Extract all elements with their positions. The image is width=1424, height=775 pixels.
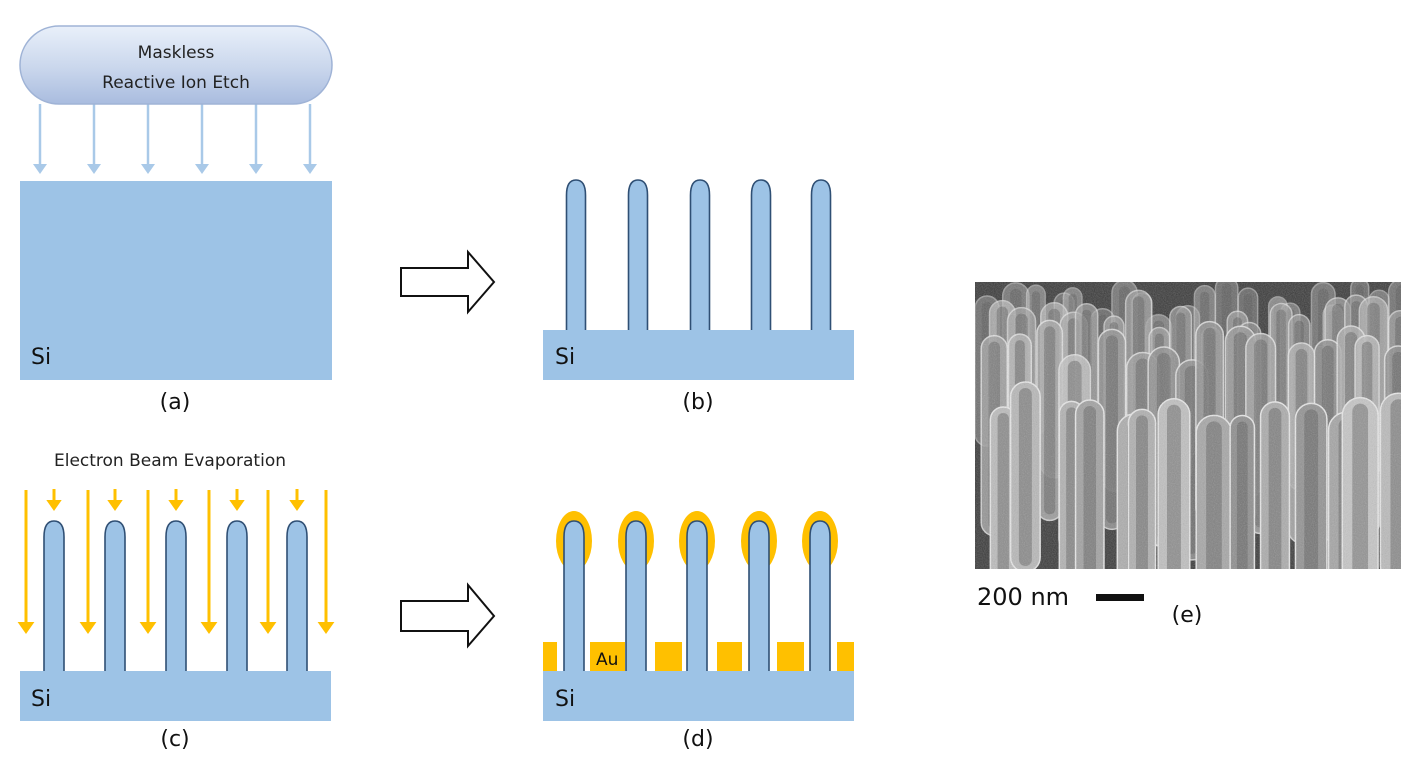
gold-film-segment [590,642,625,672]
gold-deposition-arrow [200,490,218,634]
panel-d: Au Si (d) [543,511,854,752]
substrate-label: Si [555,345,575,370]
caption-c: (c) [160,727,189,752]
panel-b: Si (b) [543,179,854,415]
panel-a: Maskless Reactive Ion Etch Si (a) [19,25,333,415]
gold-film-segment [655,642,682,672]
nanowire [689,179,711,332]
gold-deposition-arrow [139,490,157,634]
caption-a: (a) [160,390,191,415]
etch-label-line2: Reactive Ion Etch [102,73,250,93]
nanowire [104,520,126,673]
nanowire-array [565,179,832,332]
nanowire [627,179,649,332]
silicon-substrate [543,330,854,380]
caption-e: (e) [1172,603,1203,628]
gold-deposition-arrow [17,490,35,634]
nanowire-array [43,520,308,673]
nanowire [750,179,772,332]
nanowire [165,520,187,673]
substrate-label: Si [31,345,51,370]
nanowire [286,520,308,673]
nanowire-array [563,520,831,673]
caption-d: (d) [682,727,713,752]
caption-b: (b) [682,390,713,415]
gold-film-segment [837,642,854,672]
etch-arrows [33,104,317,174]
panel-c: Electron Beam Evaporation Si (c) [17,451,335,752]
etch-arrow [33,104,47,174]
etch-arrow [141,104,155,174]
substrate-label: Si [31,687,51,712]
scale-bar [1096,594,1144,601]
sem-image [975,282,1401,569]
nanowire [226,520,248,673]
etch-arrow [249,104,263,174]
gold-deposition-arrow [289,489,305,511]
gold-deposition-arrow [168,489,184,511]
gold-film [543,642,854,672]
process-arrow-top [400,249,496,315]
etch-label-line1: Maskless [138,43,215,63]
nanowire [625,520,647,673]
silicon-substrate [20,671,331,721]
gold-film-segment [543,642,557,672]
process-arrow-bottom [400,582,496,649]
nanowire [686,520,708,673]
etch-source-capsule [19,25,333,105]
nanowire [748,520,770,673]
gold-deposition-arrow [317,490,335,634]
process-label: Electron Beam Evaporation [54,451,286,471]
silicon-wafer [20,181,332,380]
gold-deposition-arrow [79,490,97,634]
gold-film-segment [777,642,804,672]
gold-deposition-arrow [259,490,277,634]
gold-deposition-arrow [46,489,62,511]
etch-arrow [303,104,317,174]
substrate-label: Si [555,687,575,712]
gold-label: Au [596,650,618,670]
panel-e: 200 nm (e) [975,282,1401,628]
nanowire [565,179,587,332]
nanowire [809,520,831,673]
nanowire [43,520,65,673]
etch-arrow [195,104,209,174]
gold-deposition-arrow [107,489,123,511]
nanowire [563,520,585,673]
nanowire [810,179,832,332]
gold-deposition-arrow [229,489,245,511]
scale-bar-label: 200 nm [977,583,1069,611]
gold-film-segment [717,642,742,672]
silicon-substrate [543,671,854,721]
gold-deposition-arrows [17,489,335,634]
etch-arrow [87,104,101,174]
